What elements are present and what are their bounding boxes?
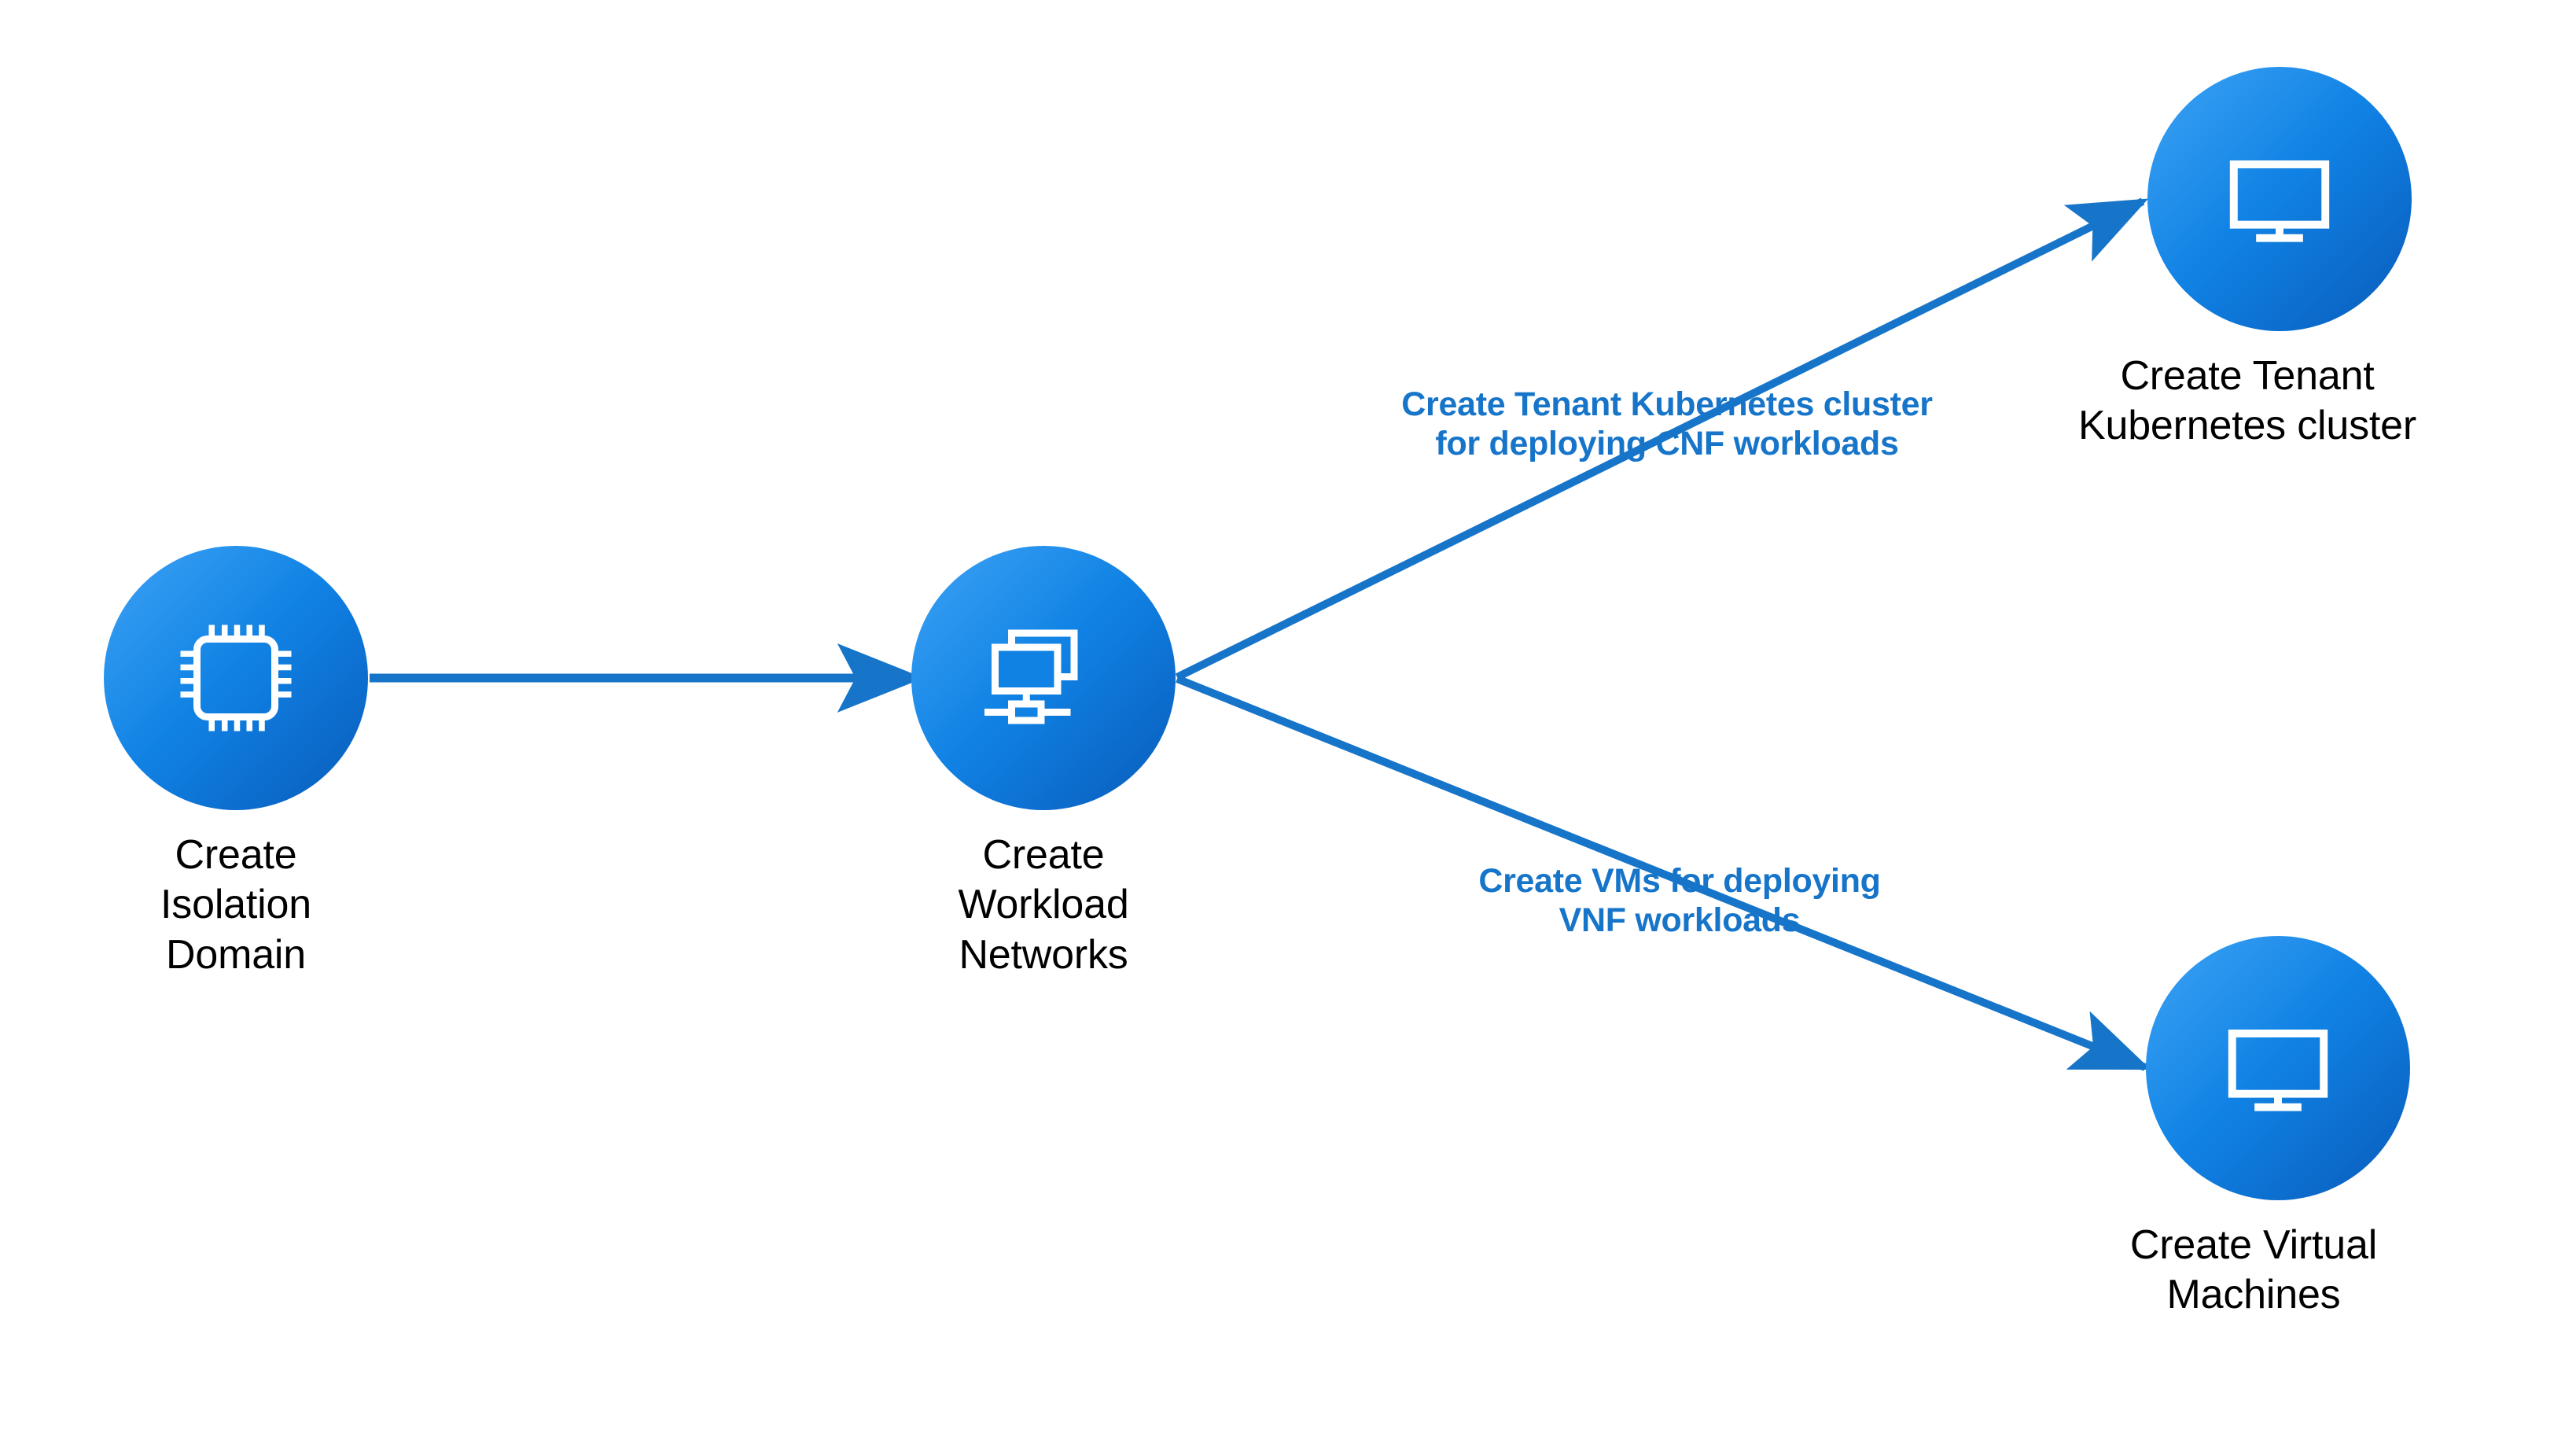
node-workload-networks-label: Create Workload Networks	[958, 832, 1129, 978]
node-virtual-machines-circle	[2146, 936, 2410, 1200]
node-tenant-kubernetes-cluster[interactable]: Create Tenant Kubernetes cluster	[2078, 67, 2416, 451]
edge-label-create-tenant-kubernetes-cluster: Create Tenant Kubernetes cluster for dep…	[1401, 385, 1933, 462]
cpu-chip-icon	[180, 625, 292, 731]
monitor-icon	[2228, 1030, 2328, 1111]
edge-label-create-vms: Create VMs for deploying VNF workloads	[1478, 862, 1881, 939]
node-workload-networks[interactable]: Create Workload Networks	[911, 546, 1176, 980]
monitor-icon	[2229, 160, 2330, 242]
node-isolation-domain-circle	[104, 546, 368, 810]
node-workload-networks-circle	[911, 546, 1176, 810]
node-tenant-kubernetes-cluster-circle	[2147, 67, 2412, 331]
node-virtual-machines[interactable]: Create Virtual Machines	[2130, 936, 2410, 1321]
edge-workload-to-tenant-k8s	[1175, 197, 2149, 681]
node-virtual-machines-label: Create Virtual Machines	[2129, 1222, 2378, 1318]
edge-workload-to-vms	[1176, 675, 2151, 1071]
network-monitors-icon	[984, 629, 1078, 724]
node-tenant-kubernetes-cluster-label: Create Tenant Kubernetes cluster	[2078, 353, 2416, 449]
node-isolation-domain[interactable]: Create Isolation Domain	[104, 546, 368, 980]
node-isolation-domain-label: Create Isolation Domain	[160, 832, 311, 978]
